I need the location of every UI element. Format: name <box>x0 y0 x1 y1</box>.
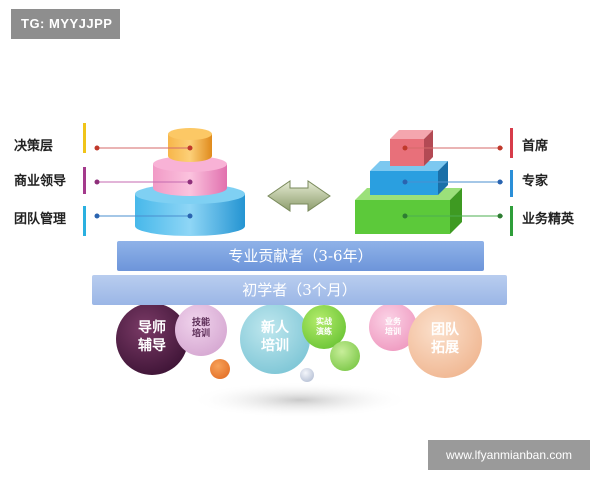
circle-mentor <box>116 303 188 375</box>
connector-dot <box>402 145 408 151</box>
marker-green <box>510 206 513 236</box>
marker-cyan <box>83 206 86 236</box>
circle-newhire <box>240 304 310 374</box>
circle-teambuild-label: 团队 拓展 <box>431 322 459 356</box>
circle-teambuild <box>408 304 482 378</box>
marker-red <box>510 128 513 158</box>
connector-dot <box>187 179 193 185</box>
connector-dot <box>187 213 193 219</box>
band-professional: 专业贡献者（3-6年） <box>117 241 484 271</box>
level-label-elite: 业务精英 <box>522 212 575 227</box>
connector-dot <box>497 213 503 219</box>
circle-mentor-label: 导师 辅导 <box>138 320 166 354</box>
level-label-decision: 决策层 <box>14 139 54 154</box>
circle-business <box>369 303 417 351</box>
watermark-tag: TG: MYYJJPP <box>11 9 120 39</box>
connector-dot <box>402 213 408 219</box>
website-badge: www.lfyanmianban.com <box>428 440 590 470</box>
connector-dot <box>94 213 100 219</box>
tier-top-cylinder <box>168 128 212 162</box>
level-label-business-leader: 商业领导 <box>14 174 67 189</box>
connector-dot <box>497 145 503 151</box>
circle-business-label: 业务 培训 <box>385 316 401 336</box>
circle-practice-label: 实战 演练 <box>316 316 332 336</box>
circle-skills <box>175 304 227 356</box>
double-arrow-icon <box>267 180 331 212</box>
ground-shadow <box>190 382 410 418</box>
level-label-chief: 首席 <box>522 139 549 154</box>
connector-dot <box>187 145 193 151</box>
marker-yellow <box>83 123 86 153</box>
dot-gray <box>300 368 314 382</box>
circle-newhire-label: 新人 培训 <box>261 320 289 354</box>
band-beginner: 初学者（3个月） <box>92 275 507 305</box>
level-label-expert: 专家 <box>522 174 549 189</box>
dot-orange <box>210 359 230 379</box>
marker-blue <box>510 170 513 197</box>
circle-skills-label: 技能 培训 <box>191 318 210 340</box>
dot-green <box>330 341 360 371</box>
box-mid-blue <box>370 161 448 195</box>
connector-dot <box>497 179 503 185</box>
connector-dot <box>402 179 408 185</box>
connector-dot <box>94 145 100 151</box>
circle-practice <box>302 305 346 349</box>
level-label-team-mgmt: 团队管理 <box>14 212 67 227</box>
connector-dot <box>94 179 100 185</box>
marker-purple <box>83 167 86 194</box>
